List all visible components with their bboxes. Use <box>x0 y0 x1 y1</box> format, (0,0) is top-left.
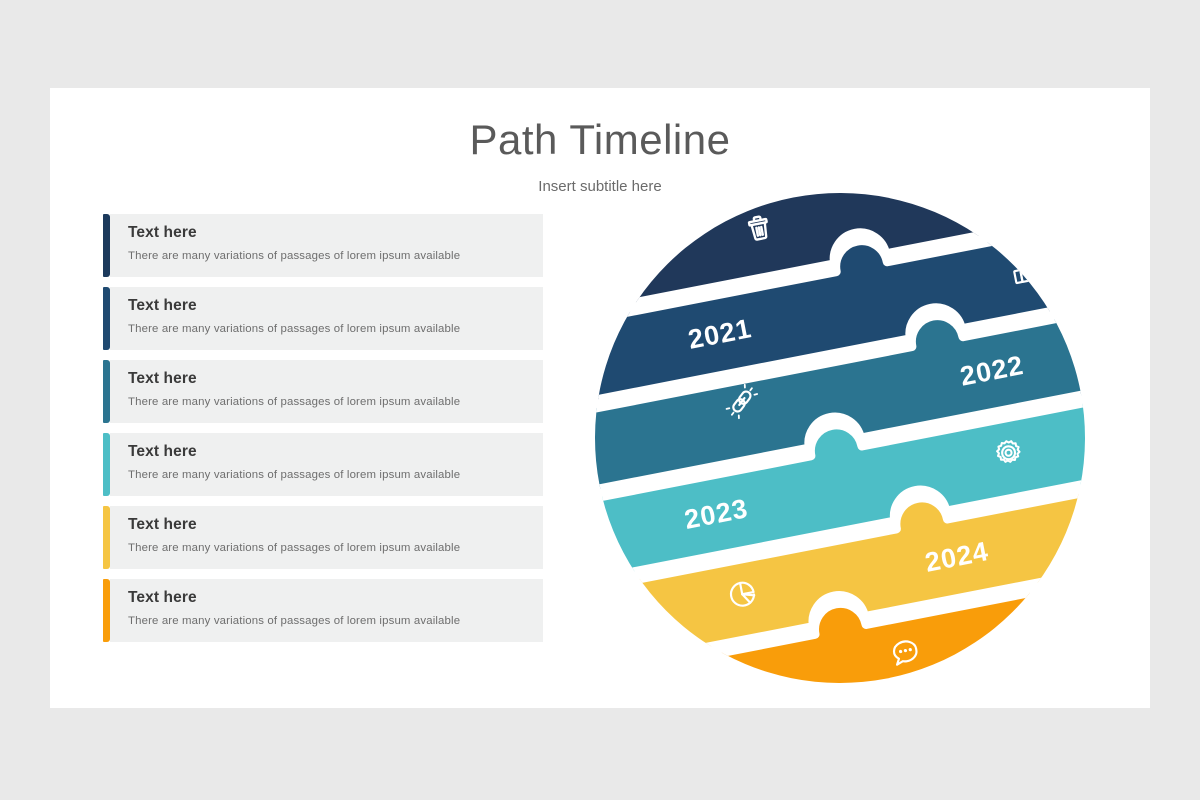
list-item-body: Text here There are many variations of p… <box>110 433 543 496</box>
list-item-description: There are many variations of passages of… <box>128 322 461 335</box>
timeline-band-2023[interactable] <box>560 359 1120 594</box>
list-item-body: Text here There are many variations of p… <box>110 287 543 350</box>
list-item-title: Text here <box>128 370 197 387</box>
band-year-label-2020: 2020 <box>934 188 1003 216</box>
gear-icon <box>996 440 1021 463</box>
path-timeline-graphic: 202020212022202320242025 <box>560 188 1120 688</box>
item-accent-bar <box>103 360 110 423</box>
list-item[interactable]: Text here There are many variations of p… <box>103 360 543 423</box>
pie-chart-icon <box>729 581 756 607</box>
band-outline <box>560 207 1120 425</box>
band-shape-2024 <box>560 471 1120 680</box>
timeline-band-2022[interactable] <box>560 273 1120 507</box>
list-item-title: Text here <box>128 589 197 606</box>
item-accent-bar <box>103 579 110 642</box>
list-item-body: Text here There are many variations of p… <box>110 214 543 277</box>
list-item-description: There are many variations of passages of… <box>128 614 461 627</box>
list-item[interactable]: Text here There are many variations of p… <box>103 287 543 350</box>
list-item-description: There are many variations of passages of… <box>128 395 461 408</box>
list-item-description: There are many variations of passages of… <box>128 468 461 481</box>
list-item-body: Text here There are many variations of p… <box>110 579 543 642</box>
list-item-body: Text here There are many variations of p… <box>110 506 543 569</box>
list-item-title: Text here <box>128 224 197 241</box>
list-item[interactable]: Text here There are many variations of p… <box>103 579 543 642</box>
list-item-description: There are many variations of passages of… <box>128 249 461 262</box>
list-item[interactable]: Text here There are many variations of p… <box>103 214 543 277</box>
item-accent-bar <box>103 287 110 350</box>
band-shape-2023 <box>560 384 1120 594</box>
list-item-body: Text here There are many variations of p… <box>110 360 543 423</box>
item-accent-bar <box>103 506 110 569</box>
text-item-list: Text here There are many variations of p… <box>103 214 543 652</box>
band-outline <box>560 553 1120 688</box>
band-outline <box>560 380 1120 598</box>
band-year-label-2025: 2025 <box>704 669 773 688</box>
page-subtitle: Insert subtitle here <box>538 178 662 195</box>
list-item-title: Text here <box>128 443 197 460</box>
item-accent-bar <box>103 214 110 277</box>
list-item-title: Text here <box>128 516 197 533</box>
band-shape-2022 <box>560 298 1120 507</box>
chat-bubble-icon <box>892 640 918 666</box>
trash-icon <box>747 215 768 241</box>
slide-header: Path Timeline Insert subtitle here <box>50 88 1150 195</box>
band-outline <box>560 466 1120 685</box>
band-shape-2021 <box>560 212 1120 421</box>
item-accent-bar <box>103 433 110 496</box>
timeline-band-2024[interactable] <box>560 446 1120 680</box>
list-item[interactable]: Text here There are many variations of p… <box>103 506 543 569</box>
list-item-description: There are many variations of passages of… <box>128 541 461 554</box>
page-title: Path Timeline <box>469 116 731 163</box>
list-item[interactable]: Text here There are many variations of p… <box>103 433 543 496</box>
timeline-band-2021[interactable] <box>560 188 1120 421</box>
link-icon <box>725 383 759 420</box>
list-item-title: Text here <box>128 297 197 314</box>
band-outline <box>560 294 1120 512</box>
slide-canvas: Path Timeline Insert subtitle here Text … <box>50 88 1150 708</box>
